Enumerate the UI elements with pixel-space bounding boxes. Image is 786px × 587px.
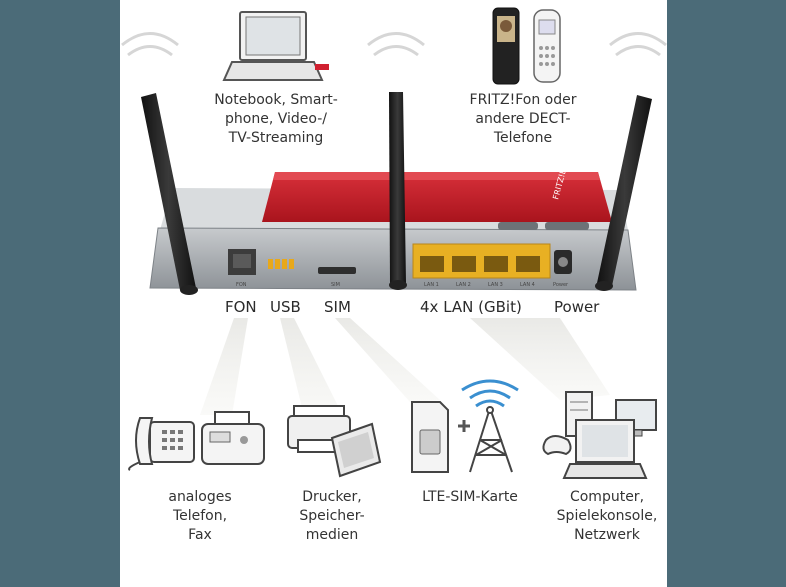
port-label-sim: SIM [324,298,351,316]
monitor-icon [615,399,657,437]
computer-label: Computer, Spielekonsole, Netzwerk [556,489,658,543]
antennas [141,92,652,295]
port-micro-lan2: LAN 2 [456,282,471,288]
dect-phone-icon [492,7,561,85]
phone-fax-label: analoges Telefon, Fax [168,489,232,543]
left-margin [0,0,120,587]
right-margin [667,0,786,587]
fax-icon [201,411,265,465]
usb-drive-icon [330,422,382,478]
plus-icon [458,420,470,432]
lte-label: LTE-SIM-Karte [422,489,518,505]
analog-phone-icon [128,417,195,471]
port-micro-lan4: LAN 4 [520,282,535,288]
port-micro-sim: SIM [331,282,340,288]
port-micro-fon: FON [236,282,247,288]
notebook-icon [222,11,329,81]
connection-beams [200,318,610,420]
port-micro-power: Power [553,282,569,288]
port-micro-lan3: LAN 3 [488,282,503,288]
port-label-fon: FON [225,298,257,316]
printer-storage-label: Drucker, Speicher- medien [299,489,365,543]
sim-card-icon [411,401,449,473]
port-micro-lan1: LAN 1 [424,282,439,288]
port-label-power: Power [554,298,600,316]
printer-icon [287,405,351,453]
wifi-signal-icon [121,32,667,57]
gamepad-icon [542,435,572,456]
notebook-label: Notebook, Smart- phone, Video-/ TV-Strea… [214,92,338,146]
port-label-lan: 4x LAN (GBit) [420,298,522,316]
port-label-usb: USB [270,298,301,316]
laptop-icon [562,419,648,479]
dect-label: FRITZ!Fon oder andere DECT- Telefone [469,92,577,146]
cell-tower-icon [461,379,519,473]
